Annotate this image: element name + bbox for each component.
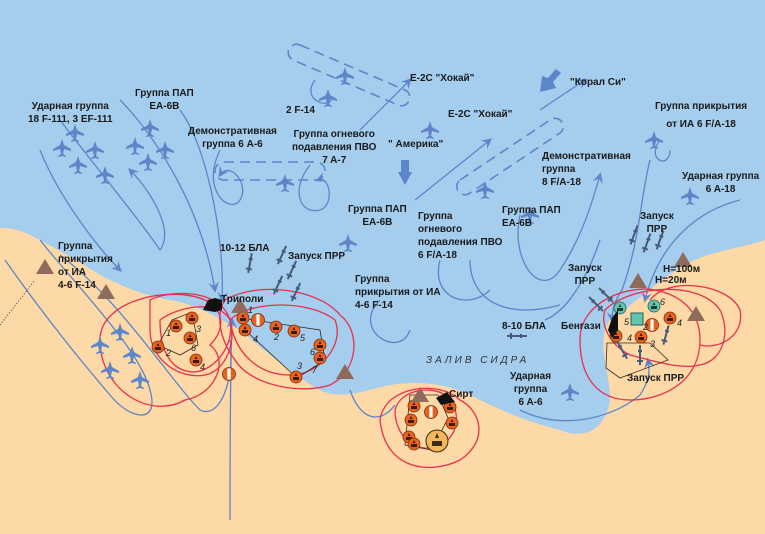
america-carrier-icon — [398, 160, 412, 185]
air-defense-zones — [99, 284, 742, 469]
label-drones-east: 8-10 БЛА — [502, 321, 546, 332]
label-altitude-20: H=20м — [655, 275, 687, 286]
svg-text:5: 5 — [300, 333, 306, 343]
label-altitude-100: H=100м — [663, 264, 701, 275]
label-city-benghazi: Бенгази — [561, 321, 601, 332]
svg-text:6: 6 — [660, 297, 665, 307]
label-harm-west: Запуск ПРР — [288, 251, 346, 262]
svg-text:3: 3 — [196, 324, 201, 334]
benghazi-city-marker — [608, 310, 618, 338]
svg-text:6: 6 — [310, 347, 315, 357]
site-numbers: 1 2 3 6 4 1 4 2 5 6 3 7 6 5 2 4 4 3 — [165, 297, 682, 375]
label-coral-sea: "Корал Си" — [570, 77, 626, 88]
border-line — [0, 279, 36, 326]
svg-text:7: 7 — [312, 365, 318, 375]
label-america: " Америка" — [388, 139, 444, 150]
label-e2c-east: E-2C "Хокай" — [448, 109, 513, 120]
svg-text:3: 3 — [650, 339, 655, 349]
label-drones-west: 10-12 БЛА — [220, 243, 270, 254]
mediterranean-sea — [0, 0, 765, 434]
label-city-sirte: Сирт — [449, 389, 474, 400]
svg-text:4: 4 — [253, 334, 258, 344]
label-gulf-of-sidra: ЗАЛИВ СИДРА — [426, 355, 530, 366]
sam-sites — [151, 299, 677, 453]
svg-text:2: 2 — [642, 322, 648, 332]
sirte-city-marker — [436, 392, 455, 405]
svg-text:3: 3 — [297, 361, 302, 371]
svg-text:2: 2 — [165, 348, 171, 358]
label-e2c-west: E-2C "Хокай" — [410, 73, 475, 84]
tripoli-city-marker — [203, 298, 222, 312]
coral-sea-carrier-icon — [540, 69, 561, 92]
svg-text:2: 2 — [273, 332, 279, 342]
label-harm-south: Запуск ПРР — [627, 373, 685, 384]
svg-text:5: 5 — [624, 317, 630, 327]
patrol-orbits — [214, 43, 564, 196]
label-f14-pair: 2 F-14 — [286, 105, 315, 116]
label-city-tripoli: Триполи — [221, 294, 264, 305]
svg-text:4: 4 — [200, 362, 205, 372]
svg-text:6: 6 — [191, 343, 196, 353]
svg-text:1: 1 — [166, 328, 171, 338]
svg-text:4: 4 — [627, 333, 632, 343]
svg-text:1: 1 — [248, 305, 253, 315]
svg-text:4: 4 — [677, 318, 682, 328]
